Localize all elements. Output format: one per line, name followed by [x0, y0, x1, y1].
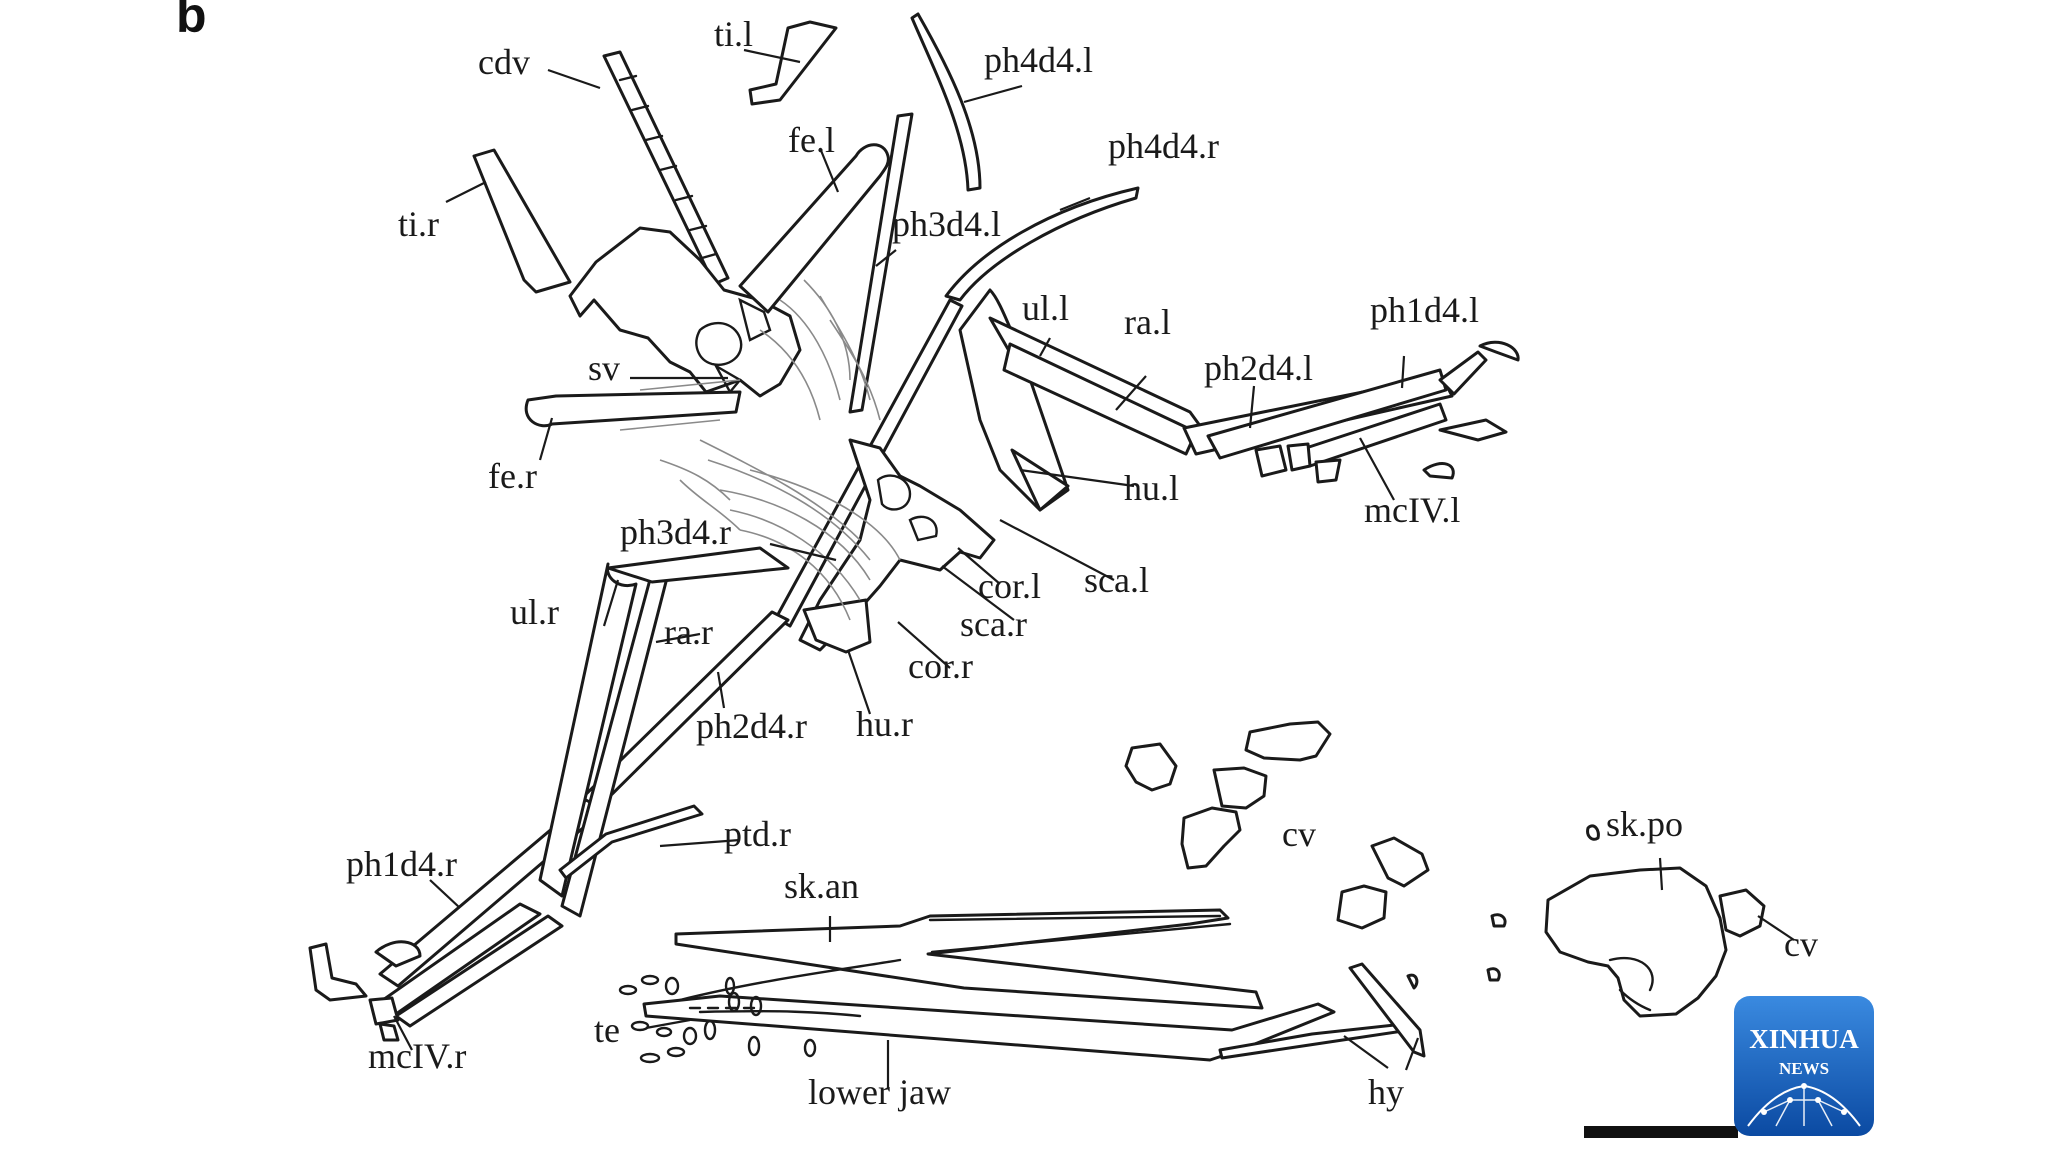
ph4d4-right	[944, 186, 1140, 302]
label-ph3d4-r: ph3d4.r	[620, 512, 731, 552]
panel-letter: b	[176, 0, 207, 43]
teeth	[618, 974, 817, 1064]
cervical-vertebra-2	[1244, 720, 1332, 762]
label-ti-r: ti.r	[398, 204, 439, 244]
pteroid-right	[558, 804, 704, 880]
label-hy: hy	[1368, 1072, 1404, 1112]
svg-text:NEWS: NEWS	[1779, 1059, 1829, 1078]
label-cv-1: cv	[1282, 814, 1316, 854]
xinhua-news-logo: XINHUA NEWS	[1734, 996, 1874, 1136]
tibia-right	[472, 148, 572, 294]
label-hu-l: hu.l	[1124, 468, 1179, 508]
ph1d4-left	[1206, 368, 1448, 460]
cervical-vertebra-1	[1124, 742, 1178, 792]
label-sk-po: sk.po	[1606, 804, 1683, 844]
pelvis	[568, 226, 802, 398]
skull-anterior	[674, 908, 1264, 1010]
label-sv: sv	[588, 348, 620, 388]
label-hu-r: hu.r	[856, 704, 913, 744]
label-ra-l: ra.l	[1124, 302, 1171, 342]
label-sca-l: sca.l	[1084, 560, 1149, 600]
ulna-right	[538, 562, 638, 898]
femur-right	[524, 390, 742, 428]
label-ul-l: ul.l	[1022, 288, 1069, 328]
label-sca-r: sca.r	[960, 604, 1027, 644]
label-lower-jaw: lower jaw	[808, 1072, 951, 1112]
tibia-left	[748, 20, 838, 106]
svg-text:XINHUA: XINHUA	[1749, 1024, 1859, 1054]
label-cv-2: cv	[1784, 924, 1818, 964]
label-ph1d4-l: ph1d4.l	[1370, 290, 1479, 330]
label-mcIV-r: mcIV.r	[368, 1036, 466, 1076]
label-mcIV-l: mcIV.l	[1364, 490, 1460, 530]
femur-left	[738, 143, 890, 314]
ph4d4-left	[910, 12, 982, 192]
label-ph2d4-r: ph2d4.r	[696, 706, 807, 746]
label-cor-l: cor.l	[978, 566, 1041, 606]
label-fe-r: fe.r	[488, 456, 537, 496]
label-cdv: cdv	[478, 42, 530, 82]
radius-left	[1002, 342, 1198, 456]
label-fe-l: fe.l	[788, 120, 835, 160]
cervical-vertebra-7	[1718, 888, 1766, 938]
skeleton-drawing	[308, 12, 1766, 1064]
cervical-vertebra-6	[1336, 884, 1388, 930]
bone-labels: cdv ti.l ph4d4.l fe.l ph4d4.r ti.r ph3d4…	[346, 14, 1818, 1112]
skull-posterior	[1544, 866, 1728, 1018]
label-te: te	[594, 1010, 620, 1050]
label-ti-l: ti.l	[714, 14, 753, 54]
label-sk-an: sk.an	[784, 866, 859, 906]
cervical-vertebra-3	[1212, 766, 1268, 810]
label-cor-r: cor.r	[908, 646, 973, 686]
leader-lines	[393, 48, 1795, 1088]
label-ptd-r: ptd.r	[724, 814, 791, 854]
label-ul-r: ul.r	[510, 592, 559, 632]
cervical-vertebra-4	[1180, 806, 1242, 870]
label-ph4d4-r: ph4d4.r	[1108, 126, 1219, 166]
label-ph1d4-r: ph1d4.r	[346, 844, 457, 884]
label-ph4d4-l: ph4d4.l	[984, 40, 1093, 80]
scale-bar	[1584, 1126, 1738, 1138]
cervical-vertebra-5	[1370, 836, 1430, 888]
label-ph2d4-l: ph2d4.l	[1204, 348, 1313, 388]
label-ph3d4-l: ph3d4.l	[892, 204, 1001, 244]
label-ra-r: ra.r	[664, 612, 713, 652]
